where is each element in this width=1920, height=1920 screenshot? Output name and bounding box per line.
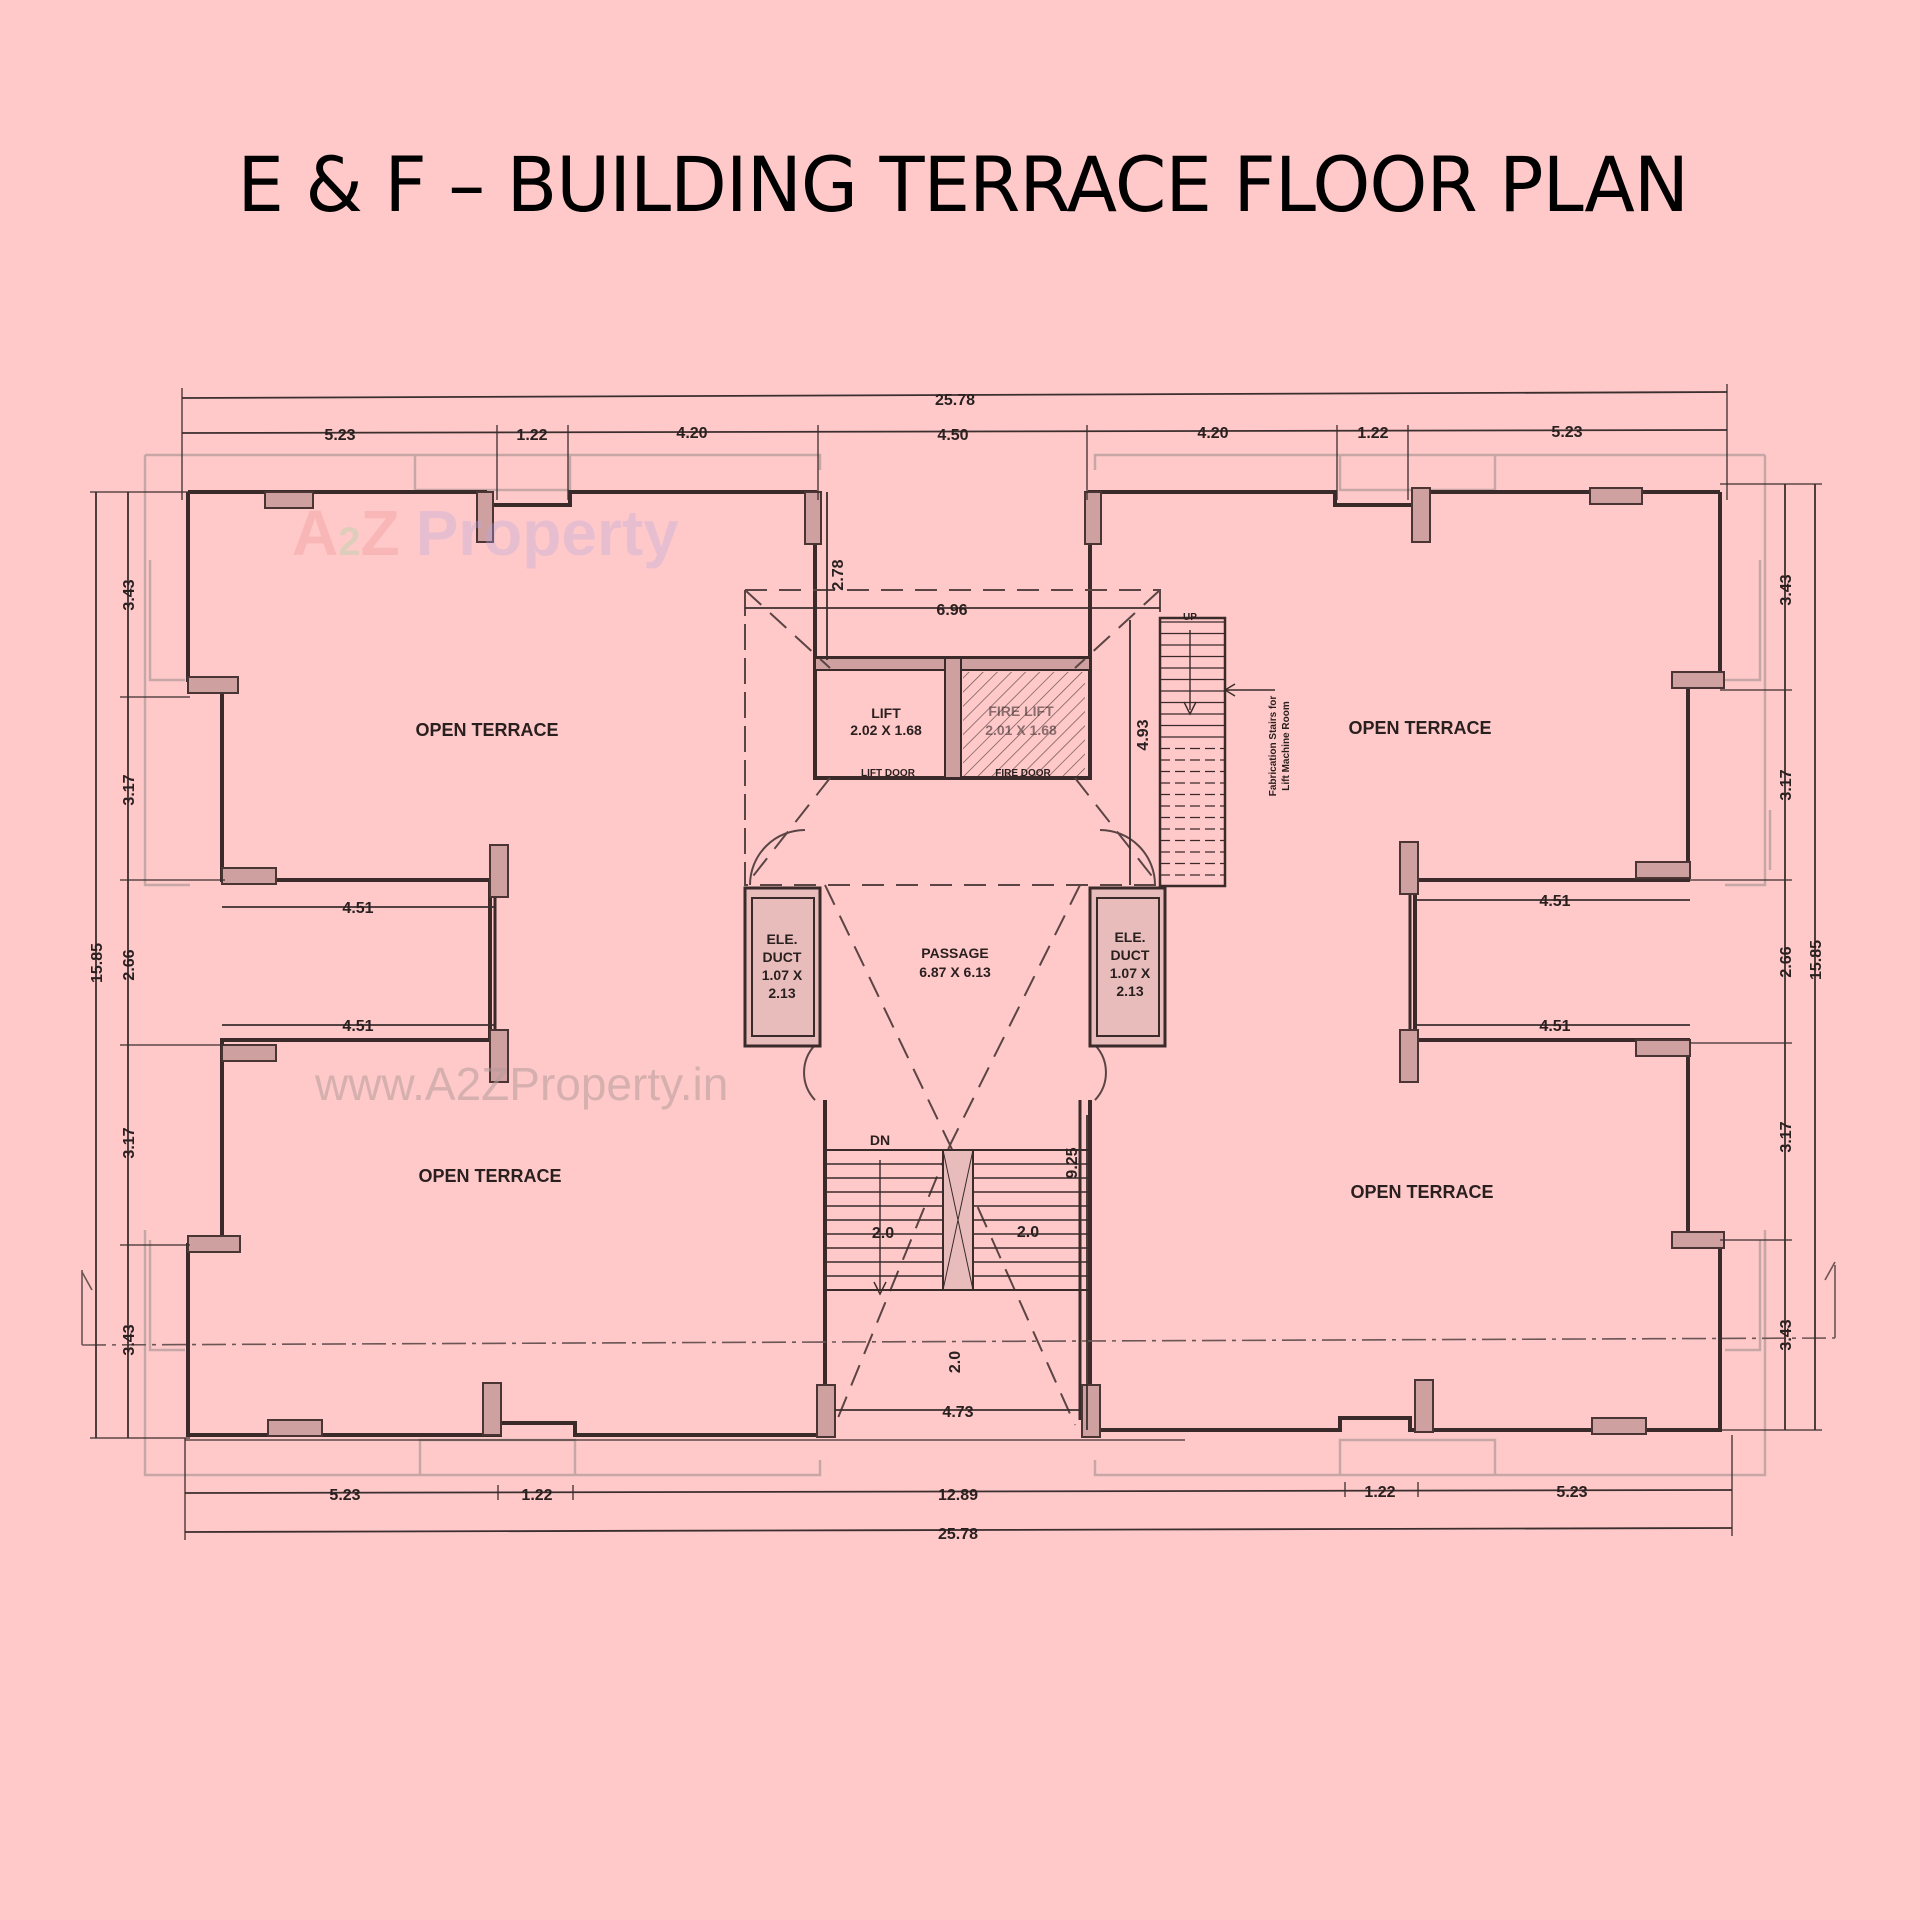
- lift-core: [813, 656, 1092, 780]
- label-lift: LIFT: [871, 705, 901, 721]
- label-stair-dn: DN: [870, 1132, 890, 1148]
- dim-core-bottom: 4.73: [942, 1404, 973, 1421]
- label-fab-stair-1: Fabrication Stairs for: [1268, 696, 1279, 797]
- dim-right-5: 3.43: [1778, 1319, 1795, 1350]
- dim-bottom-r1: 1.22: [1364, 1484, 1395, 1501]
- label-open-terrace-tl: OPEN TERRACE: [415, 720, 558, 740]
- dim-right-4: 3.17: [1778, 1121, 1795, 1152]
- dim-wing-tl: 4.51: [342, 900, 373, 917]
- label-duct-left-3: 1.07 X: [762, 967, 803, 983]
- label-fire-door: FIRE DOOR: [995, 768, 1051, 779]
- dim-wing-bl: 4.51: [342, 1018, 373, 1035]
- label-fire-lift-size: 2.01 X 1.68: [985, 722, 1057, 738]
- svg-text:A2ZProperty: A2ZProperty: [292, 497, 679, 569]
- dimension-labels: 25.78 5.23 1.22 4.20 4.50 4.20 1.22 5.23…: [89, 392, 1825, 1543]
- watermark-logo-2: 2: [338, 520, 360, 564]
- columns: [187, 487, 1725, 1438]
- fabrication-stair: [1158, 616, 1275, 888]
- dim-top-l3: 4.20: [676, 425, 707, 442]
- dim-bottom-overall: 25.78: [938, 1526, 978, 1543]
- dim-wing-br: 4.51: [1539, 1018, 1570, 1035]
- fab-stair-treads: [1160, 621, 1225, 876]
- label-duct-left-4: 2.13: [768, 985, 795, 1001]
- label-passage: PASSAGE: [921, 945, 988, 961]
- label-duct-right-1: ELE.: [1114, 929, 1145, 945]
- dim-right-3: 2.66: [1778, 946, 1795, 977]
- dim-left-3: 2.66: [121, 949, 138, 980]
- label-duct-right-3: 1.07 X: [1110, 965, 1151, 981]
- label-lift-size: 2.02 X 1.68: [850, 722, 922, 738]
- dim-left-4: 3.17: [121, 1127, 138, 1158]
- dim-bottom-mid: 12.89: [938, 1487, 978, 1504]
- dim-core-stair-h: 4.93: [1135, 719, 1152, 750]
- label-lift-door: LIFT DOOR: [861, 768, 916, 779]
- dim-top-r1: 4.20: [1197, 425, 1228, 442]
- label-open-terrace-br: OPEN TERRACE: [1350, 1182, 1493, 1202]
- room-labels: OPEN TERRACE OPEN TERRACE OPEN TERRACE O…: [415, 612, 1493, 1202]
- label-fab-stair-2: Lift Machine Room: [1281, 701, 1292, 791]
- dim-right-overall: 15.85: [1808, 940, 1825, 980]
- electric-ducts: [743, 886, 1167, 1048]
- dim-right-2: 3.17: [1778, 769, 1795, 800]
- label-duct-left-2: DUCT: [763, 949, 802, 965]
- label-open-terrace-bl: OPEN TERRACE: [418, 1166, 561, 1186]
- page-title: E & F – BUILDING TERRACE FLOOR PLAN: [237, 140, 1689, 229]
- label-passage-size: 6.87 X 6.13: [919, 964, 991, 980]
- watermark-logo-a: A: [292, 497, 338, 569]
- label-open-terrace-tr: OPEN TERRACE: [1348, 718, 1491, 738]
- watermark-logo-property: Property: [416, 497, 680, 569]
- dim-wing-tr: 4.51: [1539, 893, 1570, 910]
- dim-bottom-l1: 5.23: [329, 1487, 360, 1504]
- dim-core-stair-total: 9.25: [1064, 1147, 1081, 1178]
- dim-top-r3: 5.23: [1551, 424, 1582, 441]
- dim-core-lift-depth: 2.78: [830, 559, 847, 590]
- dim-top-l1: 5.23: [324, 427, 355, 444]
- dim-core-top: 6.96: [936, 602, 967, 619]
- dim-top-overall: 25.78: [935, 392, 975, 409]
- dim-left-overall: 15.85: [89, 943, 106, 983]
- dim-bottom-l2: 1.22: [521, 1487, 552, 1504]
- label-duct-left-1: ELE.: [766, 931, 797, 947]
- dim-top-mid: 4.50: [937, 427, 968, 444]
- main-stair: [824, 1149, 1091, 1296]
- dim-stair-left: 2.0: [872, 1225, 894, 1242]
- label-duct-right-2: DUCT: [1111, 947, 1150, 963]
- fire-lift-shaft: [963, 672, 1085, 776]
- section-line: [81, 1261, 1836, 1346]
- dim-right-1: 3.43: [1778, 574, 1795, 605]
- dim-left-1: 3.43: [121, 579, 138, 610]
- label-fire-lift: FIRE LIFT: [988, 703, 1054, 719]
- watermark-logo-z: Z: [360, 497, 399, 569]
- label-duct-right-4: 2.13: [1116, 983, 1143, 999]
- dim-top-r2: 1.22: [1357, 425, 1388, 442]
- dim-left-2: 3.17: [121, 774, 138, 805]
- dim-left-5: 3.43: [121, 1324, 138, 1355]
- dimension-lines: [90, 384, 1822, 1540]
- balcony-outlines: [143, 453, 1772, 1477]
- watermark-url: www.A2ZProperty.in: [314, 1058, 728, 1110]
- dim-stair-right: 2.0: [1017, 1224, 1039, 1241]
- stair-treads: [825, 1149, 1090, 1291]
- dim-stair-landing: 2.0: [947, 1351, 964, 1373]
- label-stair-up: UP: [1183, 612, 1197, 623]
- dim-top-l2: 1.22: [516, 427, 547, 444]
- dim-bottom-r2: 5.23: [1556, 1484, 1587, 1501]
